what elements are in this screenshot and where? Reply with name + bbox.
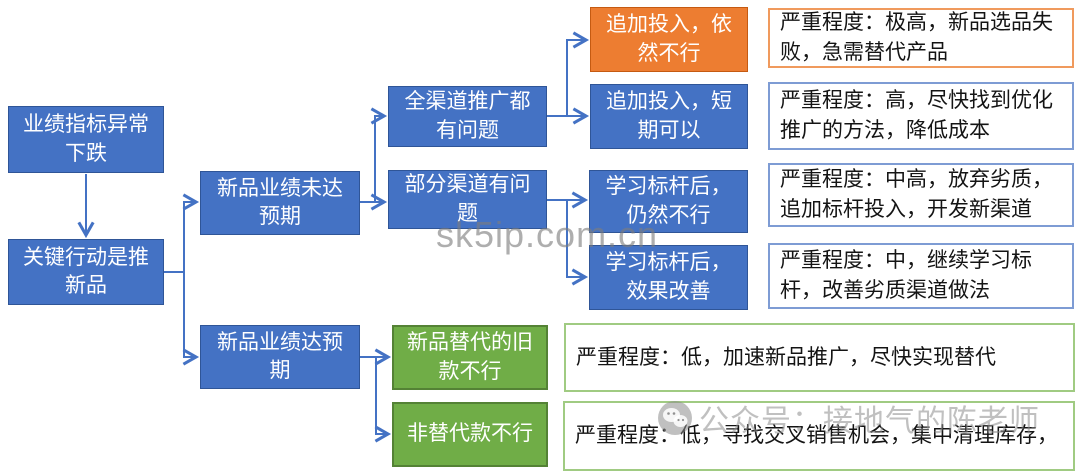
severity-note-low-cross: 严重程度：低，寻找交叉销售机会，集中清理库存， bbox=[563, 401, 1075, 471]
node-kpi-drop: 业绩指标异常下跌 bbox=[8, 106, 164, 173]
node-some-channels-problem: 部分渠道有问题 bbox=[388, 170, 547, 229]
node-non-replaced-fail: 非替代款不行 bbox=[392, 402, 548, 467]
node-replaced-old-fail: 新品替代的旧款不行 bbox=[392, 325, 548, 390]
node-meets-expectation: 新品业绩达预期 bbox=[200, 325, 360, 389]
severity-note-extreme: 严重程度：极高，新品选品失败，急需替代产品 bbox=[768, 8, 1074, 68]
node-learn-benchmark-improved: 学习标杆后，效果改善 bbox=[589, 245, 748, 310]
connector-allchannels-to-fail bbox=[566, 31, 590, 116]
node-all-channels-problem: 全渠道推广都有问题 bbox=[388, 86, 547, 147]
connector-below-to-allchannels bbox=[370, 107, 388, 202]
connector-meets-to-nonreplaced bbox=[374, 357, 392, 443]
severity-note-mid: 严重程度：中，继续学习标杆，改善劣质渠道做法 bbox=[768, 243, 1074, 309]
watermark-wechat-label: 公众号：接地气的陈老师 bbox=[699, 405, 1040, 438]
severity-note-low-replace: 严重程度：低，加速新品推广，尽快实现替代 bbox=[564, 323, 1075, 392]
watermark-wechat: 公众号：接地气的陈老师 bbox=[657, 396, 1040, 440]
node-learn-benchmark-still-fail: 学习标杆后，仍然不行 bbox=[589, 170, 748, 233]
node-more-invest-still-fail: 追加投入，依然不行 bbox=[590, 7, 748, 72]
severity-note-high: 严重程度：高，尽快找到优化推广的方法，降低成本 bbox=[768, 82, 1074, 150]
connector-action-to-meets bbox=[182, 272, 200, 366]
severity-note-mid-high: 严重程度：中高，放弃劣质，追加标杆投入，开发新渠道 bbox=[768, 163, 1074, 227]
connector-action-to-below bbox=[182, 193, 200, 272]
node-key-action: 关键行动是推新品 bbox=[8, 239, 164, 305]
watermark-site: sk5ip.com.cn bbox=[436, 214, 659, 255]
node-more-invest-short-ok: 追加投入，短期可以 bbox=[590, 84, 748, 149]
wechat-icon bbox=[657, 400, 693, 436]
node-below-expectation: 新品业绩未达预期 bbox=[200, 171, 360, 235]
